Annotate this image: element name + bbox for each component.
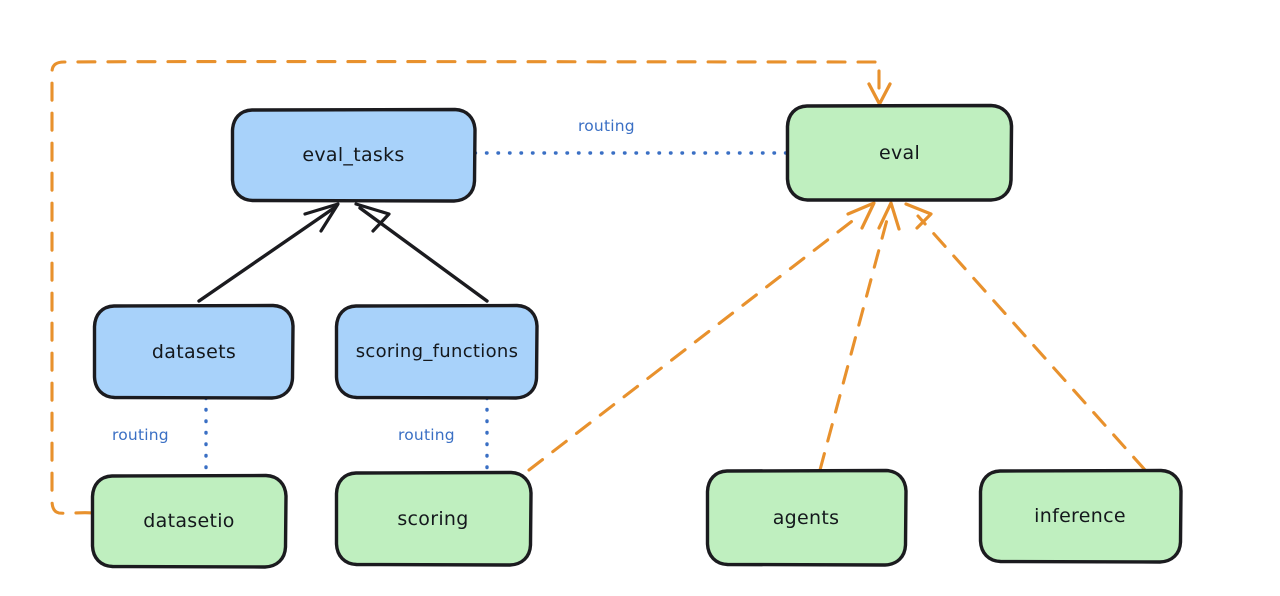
edge-scoring-to-eval[interactable]: [527, 201, 876, 472]
edge-datasets-to-eval_tasks[interactable]: [197, 202, 340, 303]
edge-eval-depends-on-datasetio[interactable]: [50, 60, 892, 515]
node-datasetio[interactable]: [90, 473, 288, 569]
node-scoring_functions[interactable]: [334, 303, 539, 400]
node-scoring[interactable]: [334, 470, 533, 567]
node-datasets[interactable]: [92, 303, 295, 400]
node-eval[interactable]: [785, 103, 1014, 202]
edge-agents-to-eval[interactable]: [818, 201, 901, 472]
node-agents[interactable]: [705, 468, 908, 567]
node-eval_tasks[interactable]: [230, 107, 477, 203]
edge-inference-to-eval[interactable]: [904, 202, 1147, 472]
edge-scoring_functions-to-eval_tasks[interactable]: [354, 202, 489, 303]
node-inference[interactable]: [978, 468, 1183, 564]
